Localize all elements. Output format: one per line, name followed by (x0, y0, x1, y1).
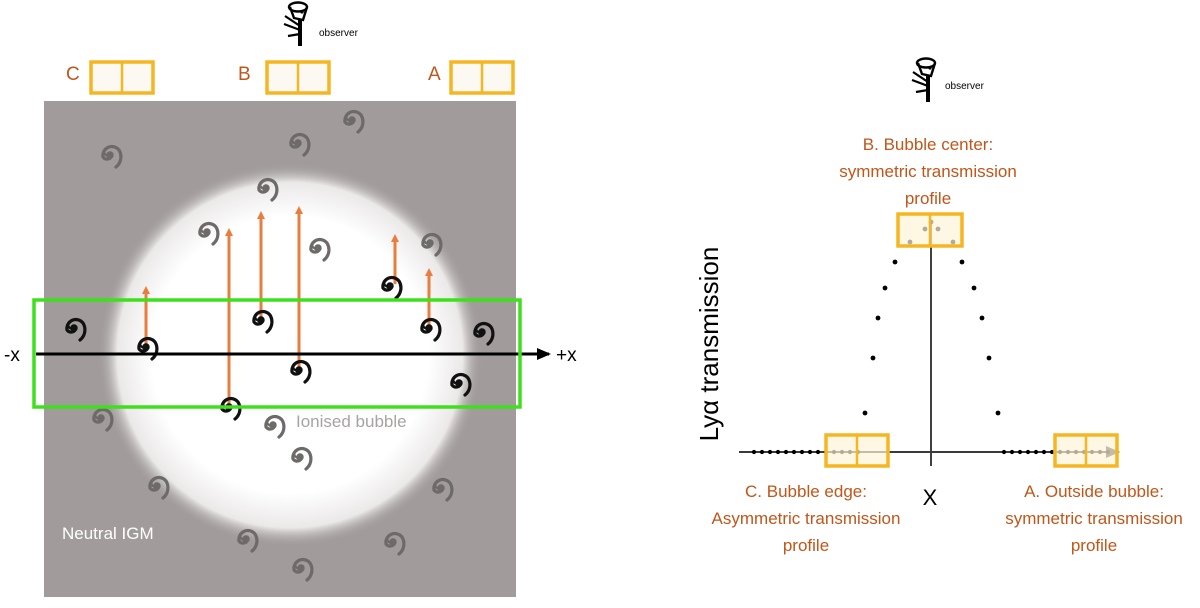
annotation-b-line3: profile (905, 189, 951, 208)
slit-b: B (238, 60, 331, 95)
plot-slit-b (896, 212, 964, 248)
axis-plus-label: +x (556, 345, 577, 366)
annotation-c-line1: C. Bubble edge: (745, 482, 867, 501)
annotation-b-line1: B. Bubble center: (863, 135, 993, 154)
annotation-b: B. Bubble center: symmetric transmission… (839, 135, 1017, 208)
telescope-icon (910, 57, 937, 104)
slit-c: C (66, 60, 155, 95)
observer-label-left: observer (319, 28, 359, 39)
x-axis-label: X (923, 485, 938, 510)
observer-label-right: observer (945, 81, 985, 92)
observer-right: observer (910, 57, 985, 104)
annotation-a: A. Outside bubble: symmetric transmissio… (1005, 482, 1183, 555)
slit-label-b: B (238, 64, 251, 85)
annotation-b-line2: symmetric transmission (839, 162, 1017, 181)
plot-slit-c (824, 433, 890, 468)
annotation-a-line1: A. Outside bubble: (1024, 482, 1164, 501)
annotation-c-line3: profile (783, 536, 829, 555)
annotation-a-line2: symmetric transmission (1005, 509, 1183, 528)
igm-label: Neutral IGM (62, 524, 154, 543)
y-axis-label: Lyα transmission (694, 247, 724, 442)
telescope-icon (282, 1, 309, 48)
plot-slit-a (1053, 433, 1119, 468)
slit-label-a: A (428, 64, 441, 85)
left-panel: observer C B A (4, 1, 577, 597)
annotation-c-line2: Asymmetric transmission (712, 509, 901, 528)
selection-strip (32, 298, 522, 409)
slit-a: A (428, 60, 515, 95)
annotation-c: C. Bubble edge: Asymmetric transmission … (712, 482, 901, 555)
slit-label-c: C (66, 64, 80, 85)
annotation-a-line3: profile (1071, 536, 1117, 555)
observer-left: observer (282, 1, 359, 48)
bubble-label: Ionised bubble (296, 412, 407, 431)
right-panel: observer B. Bubble center: symmetric tra… (694, 57, 1183, 555)
axis-minus-label: -x (4, 345, 20, 366)
